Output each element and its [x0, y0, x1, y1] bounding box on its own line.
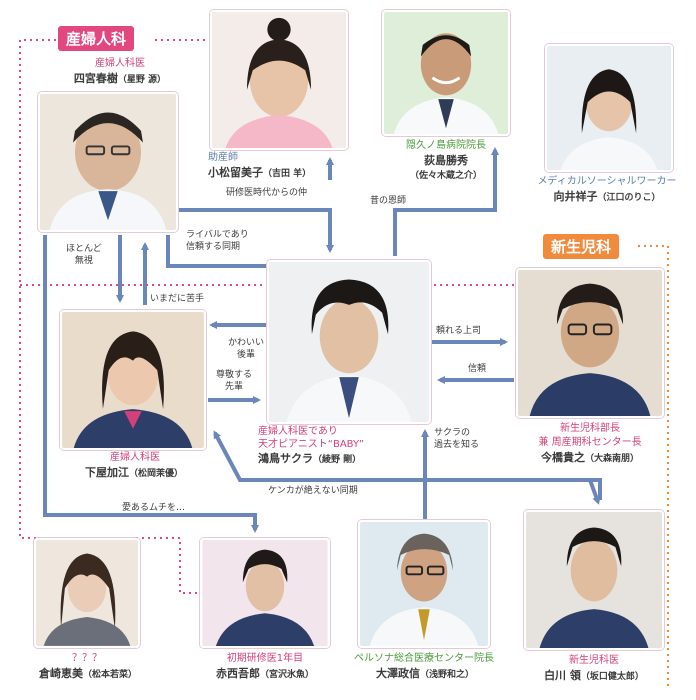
shirakawa-role: 新生児科医 — [569, 655, 619, 666]
akanishi-photo — [200, 538, 330, 648]
akanishi-role: 初期研修医1年目 — [226, 653, 304, 664]
imabashi-role-1: 新生児科部長 — [560, 423, 620, 434]
neonatal-section-border — [638, 245, 669, 690]
rel-ignore-1: ほとんど — [66, 244, 102, 254]
imabashi-actor: （大森南朋） — [584, 454, 639, 464]
shimoya-photo — [60, 310, 206, 450]
rel-respect-2: 先輩 — [225, 381, 244, 392]
rel-sakura-past-2: 過去を知る — [434, 439, 480, 450]
rel-since-training: 研修医時代からの仲 — [226, 188, 308, 198]
arrows — [43, 147, 602, 533]
rel-respect-1: 尊敬する — [216, 370, 253, 380]
rel-cute: かわいい後輩 — [228, 338, 264, 361]
imabashi-name: 今橋貴之 — [540, 451, 585, 464]
shinomiya-name-line: 四宮春樹（星野 源） — [50, 72, 190, 86]
shimoya-name-line: 下屋加江（松岡茉優） — [64, 466, 204, 480]
mukai-name: 向井祥子 — [553, 190, 598, 203]
kounotori-role-2: 天才ピアニスト“BABY” — [258, 439, 365, 450]
komatsu-name-line: 小松留美子（吉田 羊） — [208, 166, 348, 180]
shimoya-role: 産婦人科医 — [110, 452, 160, 463]
akanishi-name: 赤西吾郎 — [215, 667, 260, 680]
shirakawa-name-line: 白川 領（坂口健太郎） — [519, 669, 669, 683]
kounotori-role-1: 産婦人科医であり — [258, 426, 338, 437]
shimoya-name: 下屋加江 — [84, 466, 129, 479]
kounotori-actor: （綾野 剛） — [313, 455, 362, 465]
rel-loving-whip: 愛あるムチを… — [122, 503, 186, 513]
rel-respect: 尊敬する先輩 — [216, 370, 252, 393]
ogishima-actor-line: （佐々木蔵之介） — [382, 168, 510, 182]
shinomiya-photo — [38, 92, 178, 232]
mukai-name-line: 向井祥子（江口のりこ） — [532, 190, 682, 204]
rel-rival-1: ライバルであり — [186, 230, 249, 240]
ogishima-actor: （佐々木蔵之介） — [409, 171, 482, 181]
rel-ignore: ほとんど無視 — [66, 244, 102, 267]
komatsu-name: 小松留美子 — [208, 166, 263, 179]
shinomiya-role: 産婦人科医 — [95, 58, 145, 69]
komatsu-photo — [210, 10, 348, 150]
shirakawa-photo — [524, 510, 664, 650]
kurasaki-name: 倉崎恵美 — [38, 667, 83, 680]
rel-cute-1: かわいい — [228, 338, 265, 348]
akanishi-actor: （宮沢氷魚） — [259, 670, 314, 680]
komatsu-actor: （吉田 羊） — [263, 169, 312, 179]
komatsu-role: 助産師 — [208, 152, 238, 163]
ogishima-name: 荻島勝秀 — [424, 154, 468, 167]
rel-trust: 信頼 — [468, 364, 487, 374]
akanishi-name-line: 赤西吾郎（宮沢氷魚） — [190, 667, 340, 681]
ogishima-photo — [382, 10, 510, 136]
ohsawa-role: ペルソナ総合医療センター院長 — [354, 653, 494, 664]
kurasaki-photo — [34, 538, 140, 648]
ohsawa-name: 大澤政信 — [375, 667, 420, 680]
imabashi-photo — [516, 268, 664, 418]
rel-rival-2: 信頼する同期 — [186, 241, 241, 252]
shinomiya-name: 四宮春樹 — [73, 72, 118, 85]
kurasaki-role: ？？？ — [72, 653, 102, 664]
rel-rival: ライバルであり信頼する同期 — [186, 230, 249, 253]
shinomiya-actor: （星野 源） — [117, 75, 167, 85]
rel-sakura-past-1: サクラの — [434, 428, 471, 438]
ohsawa-name-line: 大澤政信（浅野和之） — [350, 667, 500, 681]
kounotori-name: 鴻鳥サクラ — [258, 452, 313, 465]
kurasaki-name-line: 倉崎恵美（松本若菜） — [20, 667, 156, 681]
kounotori-photo — [267, 260, 431, 424]
rel-quarrel: ケンカが絶えない同期 — [268, 486, 358, 496]
mukai-photo — [545, 44, 673, 172]
neonatal-section-label: 新生児科 — [543, 234, 620, 259]
imabashi-role-2: 兼 周産期科センター長 — [538, 437, 642, 448]
shirakawa-actor: （坂口健太郎） — [580, 672, 644, 682]
rel-still-bad: いまだに苦手 — [150, 294, 205, 304]
ohsawa-actor: （浅野和之） — [419, 670, 474, 680]
obgyn-section-label: 産婦人科 — [58, 26, 135, 51]
rel-cute-2: 後輩 — [237, 349, 256, 360]
shirakawa-name: 白川 領 — [544, 669, 581, 682]
mukai-actor: （江口のりこ） — [597, 193, 661, 203]
ohsawa-photo — [358, 520, 490, 648]
kurasaki-actor: （松本若菜） — [82, 670, 137, 680]
rel-sakura-past: サクラの過去を知る — [434, 428, 479, 451]
rel-former-mentor: 昔の恩師 — [370, 196, 407, 206]
rel-reliable-boss: 頼れる上司 — [436, 326, 482, 336]
imabashi-name-line: 今橋貴之（大森南朋） — [515, 451, 665, 465]
ogishima-role: 隠久ノ島病院院長 — [406, 140, 486, 151]
rel-ignore-2: 無視 — [74, 255, 93, 266]
shimoya-actor: （松岡茉優） — [128, 469, 183, 479]
kounotori-name-line: 鴻鳥サクラ（綾野 剛） — [258, 452, 408, 466]
mukai-role: メディカルソーシャルワーカー — [537, 176, 677, 187]
